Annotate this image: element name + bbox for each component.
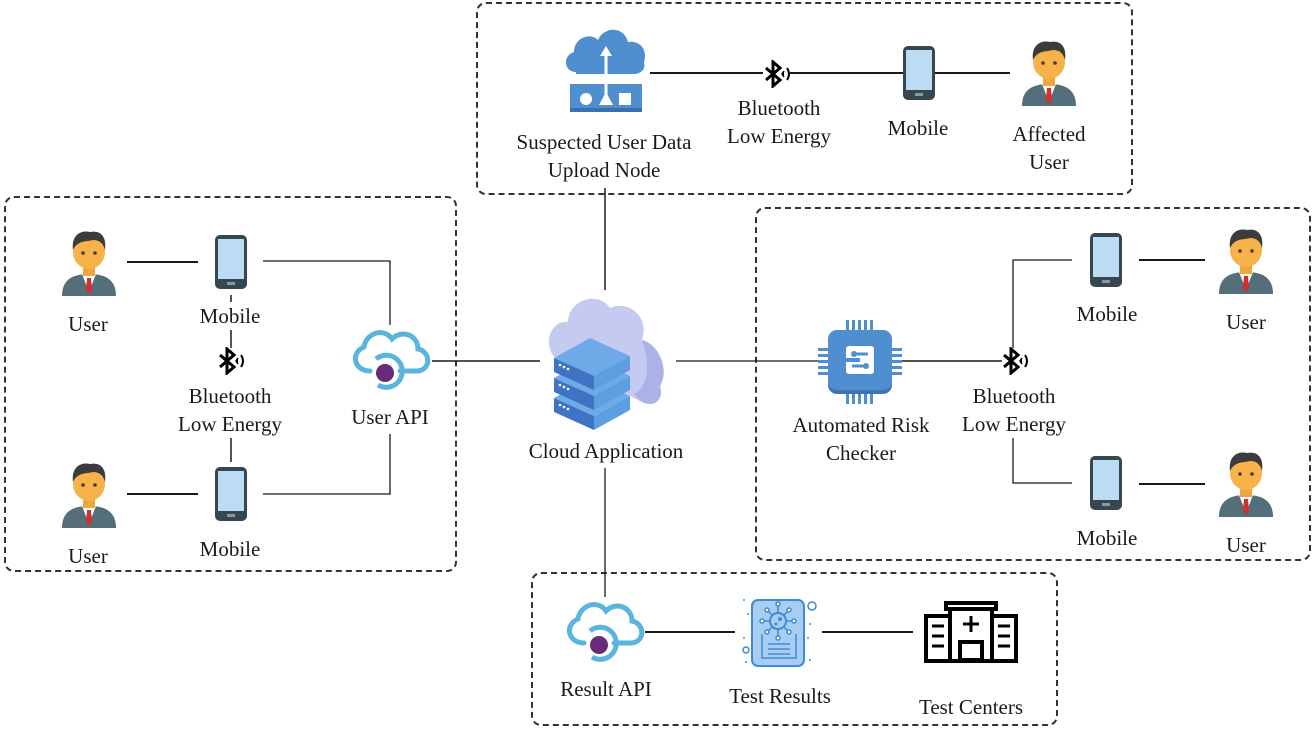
ble-label-left-line1: Bluetooth — [188, 384, 272, 408]
test-centers-label: Test Centers — [918, 695, 1024, 719]
hospital-icon — [924, 601, 1018, 663]
user-api-group — [4, 196, 457, 572]
user-icon-left-top — [62, 231, 116, 296]
mobile-icon-left-top — [215, 235, 247, 289]
line-ble-mobile-rb — [1012, 438, 1072, 484]
risk-checker-label: Automated Risk Checker — [792, 411, 929, 467]
result-api-label: Result API — [560, 677, 652, 701]
mobile-icon-right-top — [1090, 233, 1122, 287]
cloud-application-label: Cloud Application — [528, 437, 684, 465]
mobile-label-left-bottom: Mobile — [199, 537, 261, 561]
risk-checker-label-line1: Automated Risk — [792, 413, 930, 437]
user-label-right-bottom: User — [1226, 533, 1266, 557]
ble-label-top-line1: Bluetooth — [737, 96, 821, 120]
line-mobile-api-top — [263, 260, 391, 325]
mobile-icon-left-bottom — [215, 467, 247, 521]
affected-user-label: Affected User — [1012, 120, 1085, 176]
ble-label-left-line2: Low Energy — [177, 412, 283, 436]
affected-user-label-line2: User — [1029, 150, 1069, 174]
chip-icon — [818, 320, 902, 404]
test-results-icon — [742, 599, 817, 667]
mobile-label-right-top: Mobile — [1076, 302, 1138, 326]
api-cloud-icon-result — [567, 602, 645, 662]
user-icon-right-bottom — [1219, 452, 1273, 517]
ble-label-top: Bluetooth Low Energy — [727, 94, 831, 150]
ble-label-left: Bluetooth Low Energy — [177, 382, 283, 438]
ble-label-top-line2: Low Energy — [726, 124, 832, 148]
test-results-label: Test Results — [729, 684, 831, 708]
user-icon-right-top — [1219, 229, 1273, 294]
user-icon-left-bottom — [62, 463, 116, 528]
api-cloud-icon-user — [353, 330, 431, 390]
mobile-label-right-bottom: Mobile — [1076, 526, 1138, 550]
mobile-label-top: Mobile — [887, 116, 949, 140]
risk-checker-label-line2: Checker — [826, 441, 896, 465]
ble-label-right: Bluetooth Low Energy — [961, 382, 1067, 438]
bluetooth-icon-top — [765, 60, 790, 88]
upload-node-label-line1: Suspected User Data — [516, 130, 692, 154]
user-icon-affected — [1022, 41, 1076, 106]
result-group — [531, 572, 1058, 726]
line-ble-mobile-rt — [1012, 259, 1072, 348]
affected-user-label-line1: Affected — [1012, 122, 1086, 146]
user-label-left-top: User — [68, 312, 108, 336]
bluetooth-icon-left — [219, 347, 244, 375]
user-api-label: User API — [351, 403, 429, 431]
mobile-icon-right-bottom — [1090, 456, 1122, 510]
mobile-icon-top — [903, 46, 935, 100]
user-label-left-bottom: User — [68, 544, 108, 568]
risk-checker-group — [755, 207, 1311, 561]
upload-node-label-line2: Upload Node — [547, 158, 661, 182]
bluetooth-icon-right — [1003, 347, 1028, 375]
cloud-server-icon — [548, 298, 664, 430]
upload-group — [476, 2, 1133, 195]
mobile-label-left-top: Mobile — [199, 302, 261, 330]
ble-label-right-line2: Low Energy — [961, 412, 1067, 436]
line-mobile-api-bottom — [263, 434, 391, 495]
cloud-upload-node-icon — [565, 29, 646, 112]
user-label-right-top: User — [1226, 310, 1266, 334]
ble-label-right-line1: Bluetooth — [972, 384, 1056, 408]
upload-node-label: Suspected User Data Upload Node — [517, 128, 692, 184]
